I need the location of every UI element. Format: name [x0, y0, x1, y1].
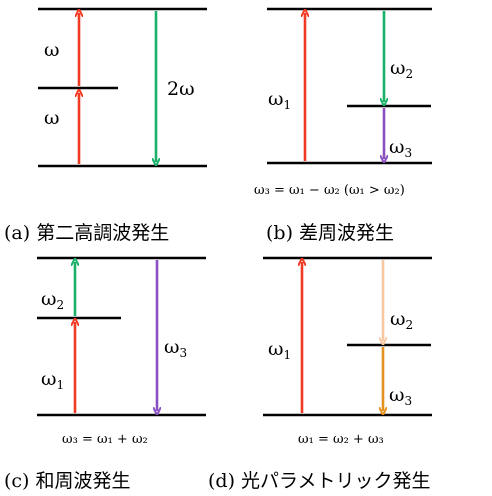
panel-b-equation: ω₃ = ω₁ − ω₂ (ω₁ > ω₂): [254, 183, 405, 198]
panel-c-equation: ω₃ = ω₁ + ω₂: [62, 432, 148, 447]
panel-c-label-w2: ω2: [41, 288, 64, 312]
panel-c-caption: (c) 和周波発生: [4, 470, 131, 492]
panel-a-label-omega-upper: ω: [44, 39, 60, 61]
panel-a-label-omega-lower: ω: [44, 107, 60, 129]
panel-c-label-w1: ω1: [41, 368, 64, 392]
panel-c: ω2 ω1 ω3 ω₃ = ω₁ + ω₂ (c) 和周波発生: [4, 256, 206, 492]
panel-b-label-w2: ω2: [390, 57, 413, 81]
panel-a-caption: (a) 第二高調波発生: [4, 222, 169, 244]
panel-a: ω ω 2ω (a) 第二高調波発生: [4, 7, 207, 244]
panel-d: ω1 ω2 ω3 ω₁ = ω₂ + ω₃ (d) 光パラメトリック発生: [208, 256, 432, 492]
panel-d-label-w2: ω2: [390, 308, 413, 332]
panel-b-label-w1: ω1: [268, 88, 291, 112]
panel-c-label-w3: ω3: [164, 336, 187, 360]
panel-d-caption: (d) 光パラメトリック発生: [208, 470, 430, 492]
panel-b: ω1 ω2 ω3 ω₃ = ω₁ − ω₂ (ω₁ > ω₂) (b) 差周波発…: [254, 7, 432, 244]
panel-d-label-w1: ω1: [268, 338, 291, 362]
panel-b-label-w3: ω3: [389, 136, 412, 160]
panel-d-label-w3: ω3: [389, 384, 412, 408]
panel-a-label-2omega: 2ω: [167, 78, 195, 100]
panel-b-caption: (b) 差周波発生: [266, 222, 394, 244]
panel-d-equation: ω₁ = ω₂ + ω₃: [298, 432, 384, 447]
